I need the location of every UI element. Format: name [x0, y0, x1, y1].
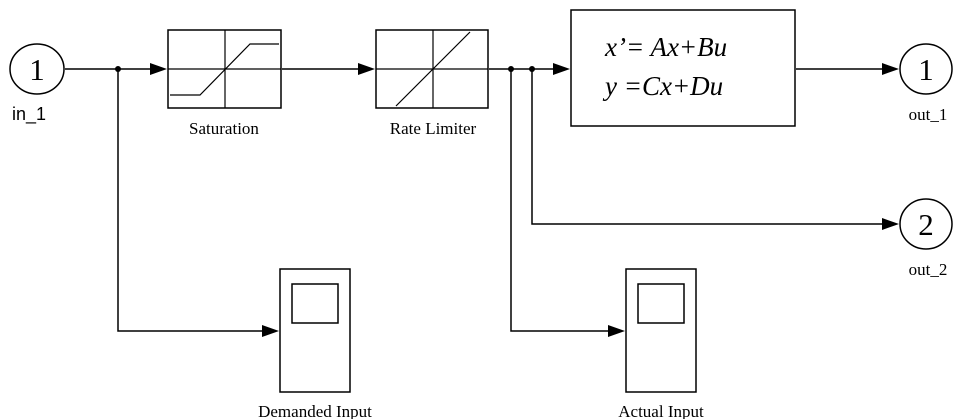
scope-demanded-screen [291, 283, 339, 324]
arrow-into-demanded-scope [262, 325, 279, 337]
saturation-block[interactable]: Saturation [167, 29, 282, 138]
rate-limiter-block[interactable]: Rate Limiter [375, 29, 489, 138]
wire-branch-to-actual-scope [510, 69, 608, 332]
inport-in-1-number: 1 [29, 52, 45, 87]
saturation-label: Saturation [189, 119, 259, 138]
outport-out-1-label: out_1 [909, 105, 948, 124]
arrow-into-saturation [150, 63, 167, 75]
state-space-box [570, 9, 796, 127]
branch-point-out2 [529, 66, 535, 72]
state-space-block[interactable]: x’= Ax+Bu y =Cx+Du [570, 9, 796, 127]
outport-out-1[interactable]: 1 out_1 [899, 43, 953, 124]
wire-branch-to-demanded-scope [117, 69, 262, 332]
scope-demanded-input[interactable]: Demanded Input [258, 268, 372, 419]
wire-branch-to-out2 [531, 69, 882, 225]
outport-out-1-oval [899, 43, 953, 95]
branch-point-demanded [115, 66, 121, 72]
scope-demanded-label: Demanded Input [258, 402, 372, 419]
outport-out-2-oval [899, 198, 953, 250]
state-equation-2: y =Cx+Du [602, 71, 723, 101]
scope-actual-input[interactable]: Actual Input [618, 268, 704, 419]
arrow-into-actual-scope [608, 325, 625, 337]
outport-out-1-number: 1 [918, 52, 934, 87]
outport-out-2[interactable]: 2 out_2 [899, 198, 953, 279]
rate-limiter-ramp [395, 31, 471, 107]
arrow-into-rate-limiter [358, 63, 375, 75]
inport-in-1[interactable]: 1 in_1 [9, 43, 65, 125]
arrow-into-state-space [553, 63, 570, 75]
scope-actual-screen [637, 283, 685, 324]
rate-limiter-label: Rate Limiter [390, 119, 477, 138]
branch-point-actual [508, 66, 514, 72]
scope-actual-label: Actual Input [618, 402, 704, 419]
saturation-curve [170, 43, 279, 96]
inport-in-1-label: in_1 [12, 104, 46, 125]
inport-in-1-oval [9, 43, 65, 95]
arrow-into-out2 [882, 218, 899, 230]
arrow-into-out1 [882, 63, 899, 75]
outport-out-2-number: 2 [918, 207, 934, 242]
outport-out-2-label: out_2 [909, 260, 948, 279]
signal-lines [65, 63, 899, 337]
state-equation-1: x’= Ax+Bu [604, 32, 727, 62]
